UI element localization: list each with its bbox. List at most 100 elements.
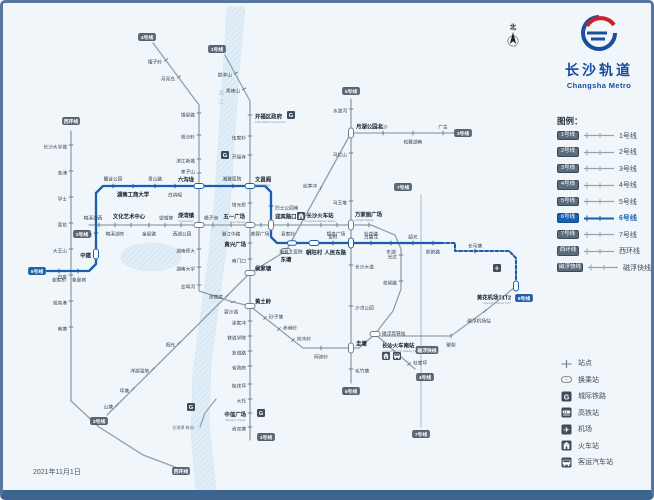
station-label: 磁浮机场站 <box>467 318 491 325</box>
station-marker <box>233 71 239 75</box>
map-annotation: 磁浮高铁站 <box>382 330 406 337</box>
station-marker <box>115 403 119 407</box>
station-label: 水渡河 <box>333 108 347 115</box>
metro-line-line2 <box>88 224 402 335</box>
coach-icon <box>561 457 572 467</box>
station-label: 长沙大学城 <box>44 144 68 151</box>
map-line-badge-label: 5号线 <box>345 388 357 395</box>
station-label: 五一广场 <box>223 213 245 221</box>
legend-line-label: 3号线 <box>619 165 637 173</box>
metro-line-intercity-branch <box>199 398 217 428</box>
station-label-en: Zhongxin Square <box>226 418 247 422</box>
station-label: 马王堆 <box>333 200 347 207</box>
railway-icon <box>297 212 305 220</box>
airport-icon: ✈ <box>561 424 572 434</box>
station-label-en: Changsha South Railway Station <box>382 349 422 353</box>
metro-line-line1 <box>224 54 251 441</box>
map-line-badge-label: 7号线 <box>415 431 427 438</box>
legend-title: 图例： <box>557 116 583 126</box>
station-marker <box>151 367 155 371</box>
map-line-badge <box>342 387 360 395</box>
marker-row-机场: ✈ 机场 <box>561 424 651 434</box>
map-line-badge-label: 7号线 <box>397 184 409 191</box>
svg-text:G: G <box>289 113 294 119</box>
station-label: 阳光 <box>166 342 176 349</box>
intercity-icon: G <box>187 403 195 411</box>
coach-icon <box>393 352 401 360</box>
station-label: 杜家坪 <box>413 360 427 367</box>
station-label: 学士 <box>58 196 68 202</box>
svg-text:✈: ✈ <box>494 265 499 272</box>
line-badge: 2号线 <box>557 147 579 157</box>
transfer-station-marker <box>348 127 354 139</box>
line-badge: 5号线 <box>557 196 579 207</box>
line-badge: 7号线 <box>557 229 579 240</box>
station-label: 人民东路 <box>324 249 346 257</box>
intercity-icon: G <box>221 151 229 159</box>
station-label: 莲花 <box>58 222 68 229</box>
line-sample <box>584 132 614 139</box>
transfer-station-marker <box>513 280 519 292</box>
station-label: 文化艺术中心 <box>113 213 146 221</box>
station-label: 鹅羊山 <box>218 72 232 79</box>
map-line-badge-label: 西环线 <box>174 468 189 475</box>
station-label: 圭塘 <box>356 340 367 348</box>
marker-label: 机场 <box>578 426 592 433</box>
station-label: 开福寺 <box>232 154 246 161</box>
station-label: 湘雅医院 <box>223 176 242 183</box>
station-marker <box>163 58 169 62</box>
marker-row-换乘站: 换乘站 <box>561 375 651 385</box>
line-badge: 西环线 <box>557 246 579 256</box>
station-label: 光达 <box>388 254 398 261</box>
station-marker <box>225 294 229 298</box>
brand-subtitle: Changsha Metro <box>566 81 632 90</box>
station-label: 韶光 <box>408 234 418 241</box>
meixi-lake <box>120 242 182 272</box>
transfer-station-marker <box>93 248 99 260</box>
station-label: 伍家岭 <box>232 135 246 142</box>
station-label: 金星路 <box>142 231 156 238</box>
station-label: 白鸽咀 <box>168 192 182 199</box>
river-label: 湘 <box>218 89 224 97</box>
station-label: 湖南大学 <box>176 266 195 273</box>
marker-label: 换乘站 <box>578 376 599 384</box>
station-label: 山塘 <box>104 404 114 411</box>
station-label: 洋湖湿地 <box>130 368 149 375</box>
station-label: 茶子山 <box>181 169 195 176</box>
line-sample <box>584 231 614 238</box>
svg-text:G: G <box>259 411 264 417</box>
intercity-icon: G <box>257 409 265 417</box>
station-label: 马栏山 <box>333 152 347 159</box>
station-marker <box>177 341 181 345</box>
marker-row-客运汽车站: 客运汽车站 <box>561 457 651 467</box>
marker-label: 站点 <box>578 360 592 367</box>
map-line-badge-label: 1号线 <box>260 434 272 441</box>
legend-row-西环线: 西环线西环线 <box>557 246 651 256</box>
station-label: 秀峰山 <box>226 88 240 95</box>
station-marker <box>291 337 295 343</box>
station-label: 长马塘 <box>468 243 482 250</box>
station-label: 观沙岭 <box>181 134 195 141</box>
line-badge: 磁浮快线 <box>557 262 584 273</box>
map-line-badge <box>454 129 472 137</box>
metro-line-line3 <box>106 132 466 416</box>
transfer-station-marker <box>348 342 354 354</box>
station-label: 湘雅二医院 <box>279 249 303 256</box>
station-label: 沙湾公园 <box>355 305 374 312</box>
transfer-station-marker <box>244 222 256 228</box>
station-label: 六沟垅 <box>178 176 195 184</box>
station-label: 月亮岛 <box>161 76 175 83</box>
line-sample <box>584 165 614 172</box>
station-label: 古曲北 <box>364 234 378 241</box>
station-label: 望城坡 <box>159 215 173 222</box>
map-line-badge-label: 3号线 <box>457 130 469 137</box>
station-label: 迎宾路口 <box>275 213 297 221</box>
legend-line-label: 磁浮快线 <box>623 264 652 272</box>
railway-icon <box>382 352 390 360</box>
marker-row-站点: 站点 <box>561 358 651 368</box>
svg-text:G: G <box>564 392 570 401</box>
station-label: 万家丽广场 <box>354 211 383 219</box>
station-label: 星沙 <box>378 125 388 130</box>
svg-text:G: G <box>223 153 228 159</box>
